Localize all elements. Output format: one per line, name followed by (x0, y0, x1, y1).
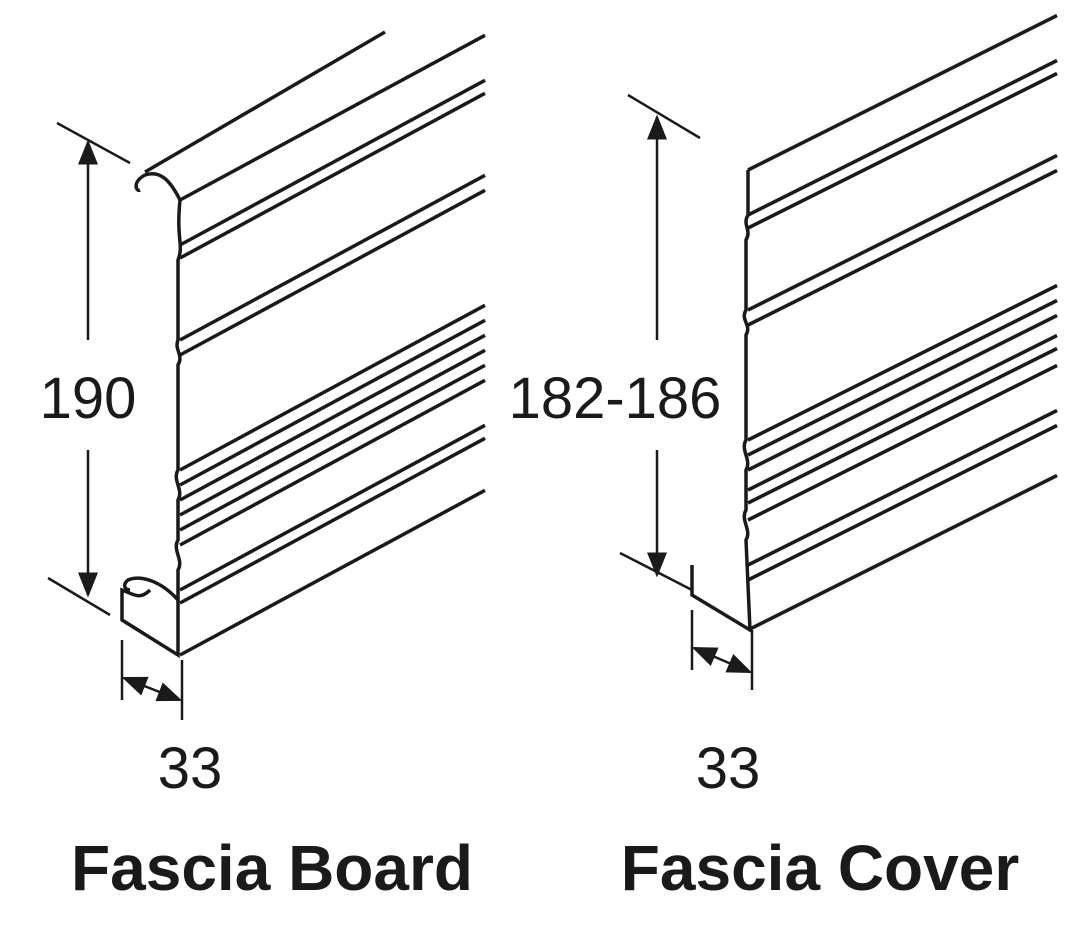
rib-line (179, 188, 486, 357)
rib-line (747, 71, 1058, 230)
rib-line (179, 378, 486, 547)
cover-title: Fascia Cover (621, 832, 1019, 904)
rib-line (179, 423, 486, 592)
board-height-label: 190 (40, 366, 137, 431)
rib-line (747, 313, 1058, 472)
fascia-cover-rib-lines (747, 13, 1058, 632)
rib-line (747, 13, 1058, 172)
rib-line (179, 173, 486, 342)
fascia-board-drawing (120, 172, 183, 659)
cover-width-label: 33 (696, 736, 761, 801)
rib-line (179, 33, 486, 202)
cover-width-dimension (690, 610, 754, 690)
rib-line (179, 91, 486, 260)
rib-line (747, 333, 1058, 492)
rib-line (747, 473, 1058, 632)
rib-line (747, 408, 1058, 567)
rib-line (747, 283, 1058, 442)
board-width-label: 33 (158, 736, 223, 801)
rib-line (179, 363, 486, 532)
rib-line (747, 58, 1058, 217)
rib-line (179, 348, 486, 517)
board-height-dimension (47, 121, 131, 617)
rib-line (747, 346, 1058, 505)
board-width-dimension (120, 640, 184, 720)
fascia-cover-drawing (690, 170, 752, 634)
rib-line (179, 78, 486, 247)
rib-line (179, 436, 486, 605)
rib-line (747, 423, 1058, 582)
board-title: Fascia Board (71, 832, 473, 904)
cover-height-label: 182-186 (509, 366, 722, 431)
rib-line (144, 30, 386, 174)
fascia-board-rib-lines (144, 30, 486, 657)
rib-line (747, 153, 1058, 312)
rib-line (747, 363, 1058, 522)
rib-line (179, 333, 486, 502)
rib-line (747, 298, 1058, 457)
cover-height-dimension (619, 93, 701, 592)
rib-line (179, 303, 486, 472)
rib-line (179, 488, 486, 657)
rib-line (179, 318, 486, 487)
rib-line (747, 168, 1058, 327)
